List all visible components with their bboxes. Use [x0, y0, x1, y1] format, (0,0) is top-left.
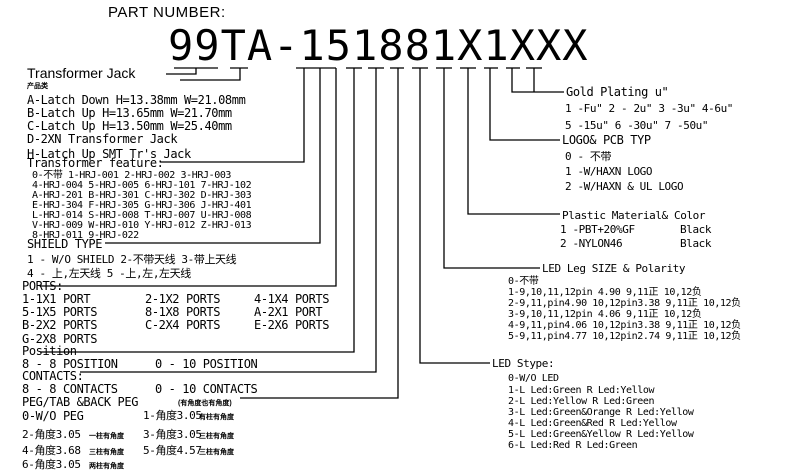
peg-option: 4-角度3.68 — [22, 444, 81, 457]
peg-option: 0-W/O PEG — [22, 409, 84, 423]
plastic-title: Plastic Material& Color — [562, 209, 706, 222]
port-option: A-2X1 PORT — [254, 305, 323, 319]
jack-title: Transformer Jack — [27, 65, 136, 81]
part-number-code: 99TA-151881X1XXX — [168, 21, 589, 70]
logo-row: 0 - 不带 — [565, 150, 612, 163]
transformer-row: L-HRJ-014 S-HRJ-008 T-HRJ-007 U-HRJ-008 — [32, 210, 252, 221]
port-option: E-2X6 PORTS — [254, 318, 330, 332]
plastic-color: Black — [680, 223, 712, 236]
transformer-row: A-HRJ-201 B-HRJ-301 C-HRJ-302 D-HRJ-303 — [32, 190, 252, 201]
peg-option: 6-角度3.05 — [22, 458, 81, 471]
led-leg-row: 0-不带 — [508, 276, 539, 287]
jack-item: C-Latch Up H=13.50mm W=25.40mm — [27, 119, 232, 133]
transformer-row: E-HRJ-304 F-HRJ-305 G-HRJ-306 J-HRJ-401 — [32, 200, 252, 211]
peg-note: 三柱有角度 — [199, 449, 234, 456]
peg-note: 两柱有角度 — [89, 463, 124, 470]
port-option: G-2X8 PORTS — [22, 332, 98, 346]
peg-note: 三柱有角度 — [89, 449, 124, 456]
logo-row: 2 -W/HAXN & UL LOGO — [565, 180, 684, 193]
port-option: 5-1X5 PORTS — [22, 305, 98, 319]
port-option: C-2X4 PORTS — [145, 318, 221, 332]
led-leg-row: 4-9,11,pin4.06 10,12pin3.38 9,11正 10,12负 — [508, 320, 741, 331]
header-title: PART NUMBER: — [108, 4, 226, 21]
position-option: 8 - 8 POSITION — [22, 357, 118, 371]
led-leg-row: 5-9,11,pin4.77 10,12pin2.74 9,11正 10,12负 — [508, 331, 741, 342]
peg-option: 1-角度3.05 — [143, 409, 202, 422]
peg-option: 5-角度4.57 — [143, 444, 202, 457]
led-style-row: 4-L Led:Green&Red R Led:Yellow — [508, 418, 677, 429]
port-option: 1-1X1 PORT — [22, 292, 91, 306]
contacts-option: 8 - 8 CONTACTS — [22, 382, 118, 396]
logo-title: LOGO& PCB TYP — [562, 133, 651, 147]
jack-item: H-Latch Up SMT Tr's Jack — [27, 147, 191, 161]
led-style-row: 3-L Led:Green&Orange R Led:Yellow — [508, 407, 694, 418]
peg-title-note: (有角度也有角度) — [178, 400, 232, 407]
position-title: Position — [22, 344, 77, 358]
port-option: 4-1X4 PORTS — [254, 292, 330, 306]
led-leg-row: 3-9,10,11,12pin 4.06 9,11正 10,12负 — [508, 309, 702, 320]
transformer-row: 0-不带 1-HRJ-001 2-HRJ-002 3-HRJ-003 — [32, 170, 232, 181]
plastic-material: 2 -NYLON46 — [560, 237, 623, 250]
peg-title: PEG/TAB &BACK PEG — [22, 395, 139, 409]
peg-note: 有柱有角度 — [199, 414, 234, 421]
shield-row: 4 - 上,左天线 5 -上,左,左天线 — [27, 267, 191, 280]
gold-title: Gold Plating u" — [566, 85, 669, 99]
transformer-row: V-HRJ-009 W-HRJ-010 Y-HRJ-012 Z-HRJ-013 — [32, 220, 252, 231]
port-option: B-2X2 PORTS — [22, 318, 98, 332]
logo-row: 1 -W/HAXN LOGO — [565, 165, 653, 178]
peg-option: 2-角度3.05 — [22, 428, 81, 441]
led-style-row: 2-L Led:Yellow R Led:Green — [508, 396, 655, 407]
peg-note: 一柱有角度 — [89, 433, 124, 440]
led-style-row: 5-L Led:Green&Yellow R Led:Yellow — [508, 429, 694, 440]
position-option: 0 - 10 POSITION — [155, 357, 258, 371]
gold-row: 1 -Fu" 2 - 2u" 3 -3u" 4-6u" — [565, 102, 734, 115]
transformer-title: Transformer feature: — [27, 156, 164, 170]
port-option: 8-1X8 PORTS — [145, 305, 221, 319]
contacts-option: 0 - 10 CONTACTS — [155, 382, 258, 396]
transformer-row: 8-HRJ-011 9-HRJ-022 — [32, 230, 139, 241]
jack-item: D-2XN Transformer Jack — [27, 132, 178, 146]
led-leg-row: 2-9,11,pin4.90 10,12pin3.38 9,11正 10,12负 — [508, 298, 741, 309]
led-leg-title: LED Leg SIZE & Polarity — [542, 262, 686, 275]
jack-item: A-Latch Down H=13.38mm W=21.08mm — [27, 93, 246, 107]
shield-title: SHIELD TYPE — [27, 237, 103, 251]
transformer-row: 4-HRJ-004 5-HRJ-005 6-HRJ-101 7-HRJ-102 — [32, 180, 252, 191]
peg-option: 3-角度3.05 — [143, 428, 202, 441]
led-style-row: 0-W/O LED — [508, 373, 559, 384]
ports-title: PORTS: — [22, 279, 63, 293]
contacts-title: CONTACTS: — [22, 369, 84, 383]
jack-item: B-Latch Up H=13.65mm W=21.70mm — [27, 106, 232, 120]
led-leg-row: 1-9,10,11,12pin 4.90 9,11正 10,12负 — [508, 287, 702, 298]
port-option: 2-1X2 PORTS — [145, 292, 221, 306]
gold-row: 5 -15u" 6 -30u" 7 -50u" — [565, 119, 709, 132]
peg-note: 三柱有角度 — [199, 433, 234, 440]
led-style-title: LED Stype: — [492, 357, 555, 370]
led-style-row: 1-L Led:Green R Led:Yellow — [508, 385, 655, 396]
shield-row: 1 - W/O SHIELD 2-不带天线 3-带上天线 — [27, 253, 237, 266]
jack-subtitle: 产品类 — [27, 83, 48, 90]
plastic-color: Black — [680, 237, 712, 250]
plastic-material: 1 -PBT+20%GF — [560, 223, 635, 236]
led-style-row: 6-L Led:Red R Led:Green — [508, 440, 638, 451]
